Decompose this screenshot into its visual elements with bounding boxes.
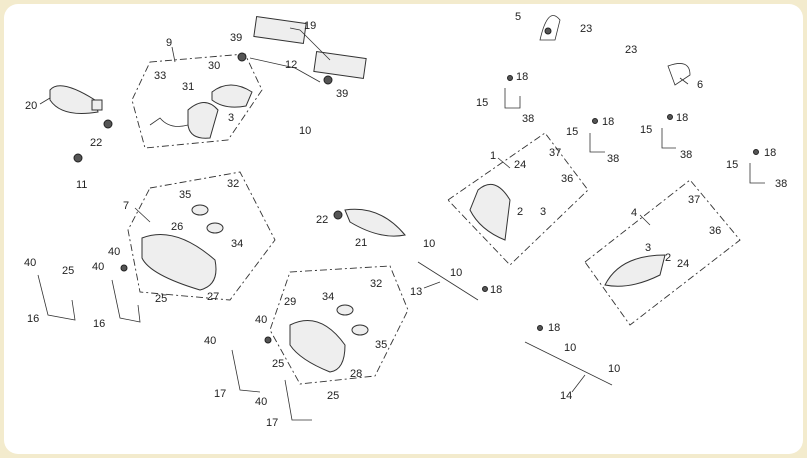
callout: 1 — [490, 150, 496, 162]
reflector-19 — [253, 16, 367, 79]
callout: 23 — [580, 23, 592, 35]
callout: 24 — [514, 159, 526, 171]
lamp-28-29 — [289, 304, 369, 373]
callout: 15 — [476, 97, 488, 109]
callout: 37 — [549, 147, 561, 159]
callout: 26 — [171, 221, 183, 233]
callout: 36 — [561, 173, 573, 185]
callout: 29 — [284, 296, 296, 308]
callout: 32 — [227, 178, 239, 190]
group-outline-7 — [127, 171, 276, 301]
callout: 38 — [607, 153, 619, 165]
headlight-1 — [469, 183, 511, 241]
callout: 35 — [179, 189, 191, 201]
callout: 40 — [24, 257, 36, 269]
callout: 40 — [92, 261, 104, 273]
headlight-4 — [604, 254, 666, 287]
callout: 39 — [336, 88, 348, 100]
callout: 21 — [355, 237, 367, 249]
callout: 18 — [764, 147, 776, 159]
callout: 25 — [62, 265, 74, 277]
callout: 10 — [423, 238, 435, 250]
callout: 10 — [564, 342, 576, 354]
callout: 10 — [299, 125, 311, 137]
callout: 2 — [517, 206, 523, 218]
callout: 24 — [677, 258, 689, 270]
group-outline-4 — [584, 179, 741, 326]
callout: 37 — [688, 194, 700, 206]
callout: 22 — [90, 137, 102, 149]
callout: 25 — [272, 358, 284, 370]
callout: 9 — [166, 37, 172, 49]
callout: 4 — [631, 207, 637, 219]
turn-signal-21 — [344, 208, 406, 237]
callout: 22 — [316, 214, 328, 226]
callout: 32 — [370, 278, 382, 290]
callout: 20 — [25, 100, 37, 112]
callout: 25 — [327, 390, 339, 402]
leader-lines — [39, 27, 689, 393]
callout: 15 — [640, 124, 652, 136]
callout: 38 — [522, 113, 534, 125]
callout: 33 — [154, 70, 166, 82]
callout: 18 — [676, 112, 688, 124]
callout: 18 — [516, 71, 528, 83]
callout: 39 — [230, 32, 242, 44]
brackets — [37, 15, 765, 421]
diagram-panel — [4, 4, 803, 454]
callout: 3 — [540, 206, 546, 218]
callout: 15 — [726, 159, 738, 171]
callout: 19 — [304, 20, 316, 32]
callout: 25 — [155, 293, 167, 305]
callout: 3 — [228, 112, 234, 124]
callout: 16 — [93, 318, 105, 330]
callout: 34 — [231, 238, 243, 250]
callout: 17 — [214, 388, 226, 400]
group-outline-1 — [447, 132, 589, 266]
callout: 13 — [410, 286, 422, 298]
callout: 12 — [285, 59, 297, 71]
callout: 15 — [566, 126, 578, 138]
callout: 40 — [255, 314, 267, 326]
callout: 35 — [375, 339, 387, 351]
group-outline-right-lamp — [269, 265, 409, 385]
callout: 18 — [602, 116, 614, 128]
callout: 34 — [322, 291, 334, 303]
callout: 17 — [266, 417, 278, 429]
callout: 5 — [515, 11, 521, 23]
callout: 6 — [697, 79, 703, 91]
callout: 40 — [108, 246, 120, 258]
callout: 3 — [645, 242, 651, 254]
lamp-26-27 — [141, 204, 224, 291]
callout: 40 — [204, 335, 216, 347]
callout: 7 — [123, 200, 129, 212]
callout-labels: 9 33 30 31 3 39 19 12 39 10 20 22 11 7 3… — [24, 11, 787, 429]
fasteners — [73, 27, 759, 344]
callout: 16 — [27, 313, 39, 325]
callout: 18 — [548, 322, 560, 334]
callout: 36 — [709, 225, 721, 237]
callout: 30 — [208, 60, 220, 72]
turn-signal-20 — [49, 85, 103, 114]
callout: 28 — [350, 368, 362, 380]
callout: 40 — [255, 396, 267, 408]
callout: 14 — [560, 390, 572, 402]
callout: 38 — [680, 149, 692, 161]
callout: 10 — [608, 363, 620, 375]
callout: 31 — [182, 81, 194, 93]
lamp-30-31 — [149, 84, 253, 139]
callout: 27 — [207, 291, 219, 303]
callout: 38 — [775, 178, 787, 190]
callout: 23 — [625, 44, 637, 56]
callout: 10 — [450, 267, 462, 279]
callout: 18 — [490, 284, 502, 296]
callout: 11 — [76, 179, 87, 191]
callout: 2 — [665, 252, 671, 264]
